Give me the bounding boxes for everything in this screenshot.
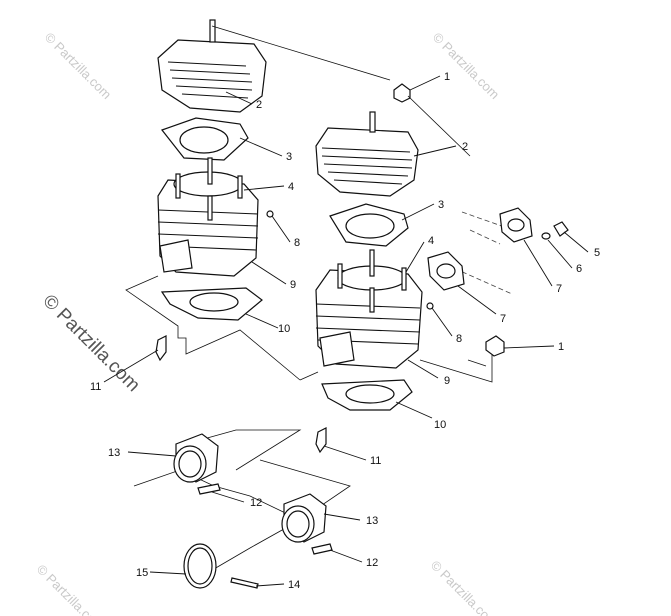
callout-3-left: 3 [286,151,292,163]
left-cylinder [157,157,274,277]
watermark-bottom-left: © Partzilla.com [34,562,107,616]
clamp-screw [230,577,259,589]
callout-9-right: 9 [444,375,450,387]
left-assembly-guide [125,275,301,381]
callout-10-right: 10 [434,419,446,431]
callout-13-left: 13 [108,447,120,459]
left-cylinder-head [157,19,391,113]
left-boot-bolt [197,483,221,495]
right-assembly-guide [299,95,493,383]
callout-2-left: 2 [256,99,262,111]
callout-numbers: 1 2 3 4 8 9 10 11 2 3 4 5 6 7 7 8 1 9 10… [90,71,600,591]
callout-1-top: 1 [444,71,450,83]
callout-7-right: 7 [556,283,562,295]
right-cylinder [315,249,434,369]
callout-4-right: 4 [428,235,434,247]
callout-11-right: 11 [370,455,381,467]
hose-clamp [183,543,217,589]
watermark-layer: © Partzilla.com © Partzilla.com © Partzi… [34,30,503,616]
right-boot-bolt [311,543,333,555]
callout-7-middle: 7 [500,313,506,325]
callout-12-left: 12 [250,497,262,509]
callout-3-right: 3 [438,199,444,211]
left-intake-boot [173,433,219,483]
callout-9-left: 9 [290,279,296,291]
callout-8-right: 8 [456,333,462,345]
callout-14: 14 [288,579,300,591]
watermark-bottom-right: © Partzilla.com [428,558,501,616]
exhaust-flange-parts [393,83,569,357]
callout-4-left: 4 [288,181,294,193]
right-base-gasket [321,379,413,411]
right-head-gasket [329,203,409,247]
callout-8-left: 8 [294,237,300,249]
callout-13-right: 13 [366,515,378,527]
callout-12-right: 12 [366,557,378,569]
callout-2-right: 2 [462,141,468,153]
right-intake-boot [281,493,327,543]
right-cylinder-head [315,111,419,197]
intake-guide-lines [133,429,351,577]
left-base-gasket [160,287,263,321]
callout-6: 6 [576,263,582,275]
callout-11-left: 11 [90,381,101,393]
watermark-top-left: © Partzilla.com [42,30,115,103]
leader-lines [103,75,589,587]
callout-10-left: 10 [278,323,290,335]
left-fitting [155,335,167,362]
right-fitting [315,427,327,454]
callout-15: 15 [136,567,148,579]
watermark-top-right: © Partzilla.com [430,30,503,103]
callout-1-right: 1 [558,341,564,353]
left-head-gasket [161,117,249,161]
callout-5: 5 [594,247,600,259]
